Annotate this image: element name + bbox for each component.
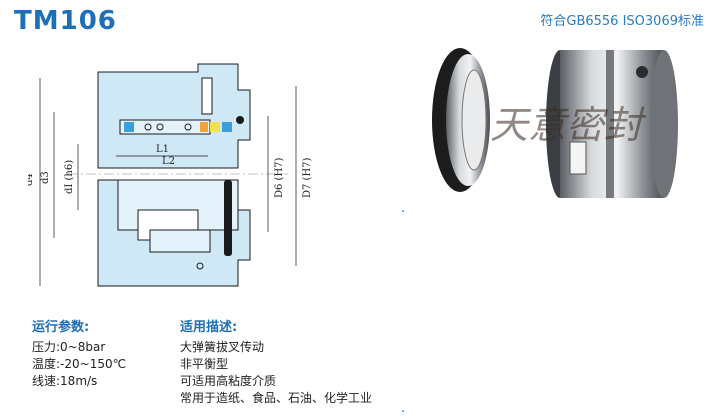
label-d6: D6 (H7): [274, 157, 285, 198]
mechanical-seal-photo: 天意密封: [432, 48, 678, 198]
label-l2: L2: [162, 156, 175, 167]
pressure-line: 压力:0~8bar: [32, 340, 106, 354]
decor-dot: [402, 410, 404, 412]
temperature-line: 温度:-20~150℃: [32, 357, 127, 371]
application-line: 可适用高粘度介质: [180, 374, 277, 388]
label-d7: D7 (H7): [302, 157, 313, 198]
decor-dot: [402, 210, 404, 212]
application-line: 大弹簧拔叉传动: [180, 340, 265, 354]
label-d3: d3: [40, 171, 51, 184]
label-d1: dI (h6): [64, 160, 75, 194]
standard-note: 符合GB6556 ISO3069标准: [540, 14, 704, 29]
application-line: 非平衡型: [180, 357, 229, 371]
seal-cross-section-drawing: d4 d3 dI (h6) L1 L2 D6 (H7) D7 (H7): [28, 63, 313, 287]
label-d4: d4: [28, 173, 35, 186]
application-line: 常用于造纸、食品、石油、化学工业: [180, 391, 373, 405]
photo-watermark: 天意密封: [490, 103, 647, 147]
operating-params: 运行参数: 压力:0~8bar 温度:-20~150℃ 线速:18m/s: [32, 316, 126, 390]
operating-params-title: 运行参数:: [32, 320, 90, 335]
label-l1: L1: [156, 144, 169, 155]
speed-line: 线速:18m/s: [32, 374, 98, 388]
model-title: TM106: [14, 6, 117, 36]
application-desc-title: 适用描述:: [180, 320, 238, 335]
application-desc: 适用描述: 大弹簧拔叉传动 非平衡型 可适用高粘度介质 常用于造纸、食品、石油、…: [180, 316, 372, 407]
